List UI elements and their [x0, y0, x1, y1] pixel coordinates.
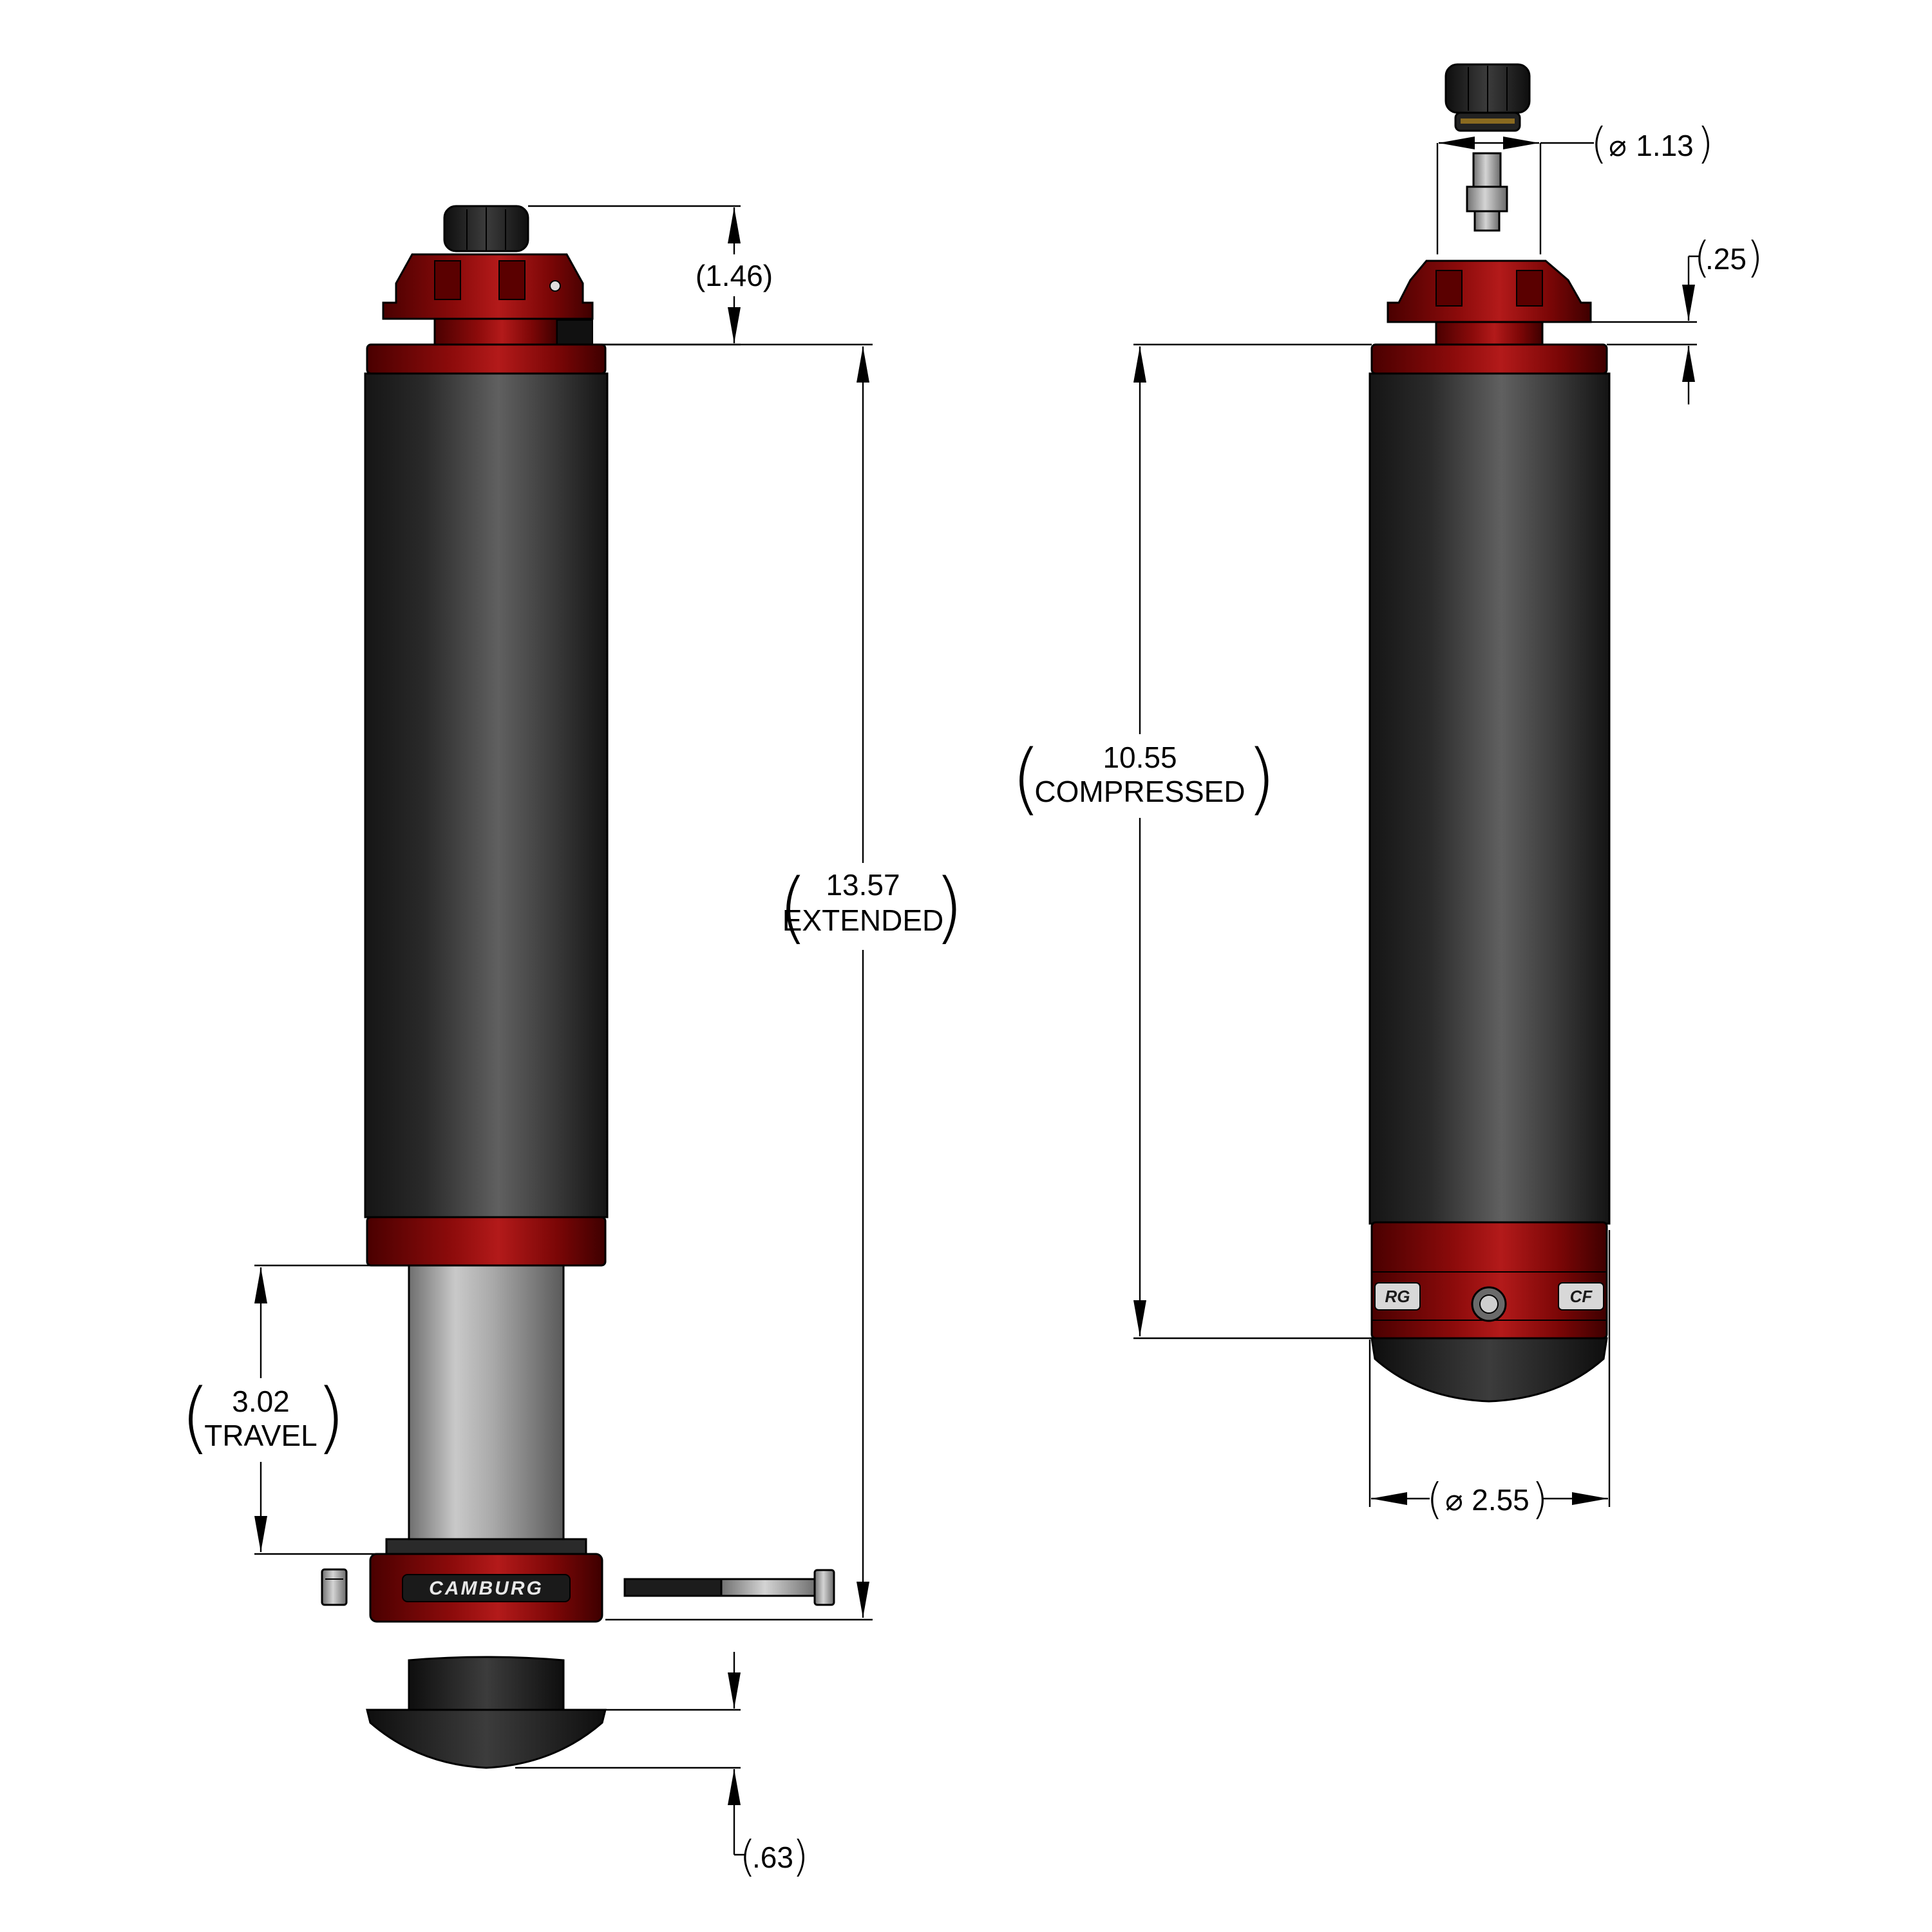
main-body-tube-compressed	[1368, 372, 1611, 1225]
dim-body-diameter-symbol: ⌀	[1445, 1483, 1463, 1517]
paren-close: )	[1747, 232, 1763, 282]
paren-close: )	[1697, 118, 1714, 168]
exploded-cap-knob	[1444, 63, 1531, 132]
dim-compressed-length: ( ) 10.55 COMPRESSED	[1011, 343, 1372, 1340]
dim-cap-diameter: ( ⌀ 1.13 )	[1436, 118, 1714, 254]
dim-extended-length: ( ) 13.57 EXTENDED	[599, 343, 964, 1621]
paren-close: )	[792, 1832, 809, 1881]
dim-extended-value: 13.57	[826, 868, 900, 902]
upper-red-collar	[366, 343, 607, 375]
dim-top-plate-thickness: ( .25 )	[1591, 232, 1763, 404]
bolt-icon	[623, 1569, 835, 1606]
top-red-head-compressed	[1387, 260, 1592, 346]
nut-icon	[321, 1568, 348, 1606]
lower-red-collar	[366, 1216, 607, 1267]
dim-top-cap-height-label: (1.46)	[696, 259, 773, 292]
dim-travel-label: TRAVEL	[204, 1419, 317, 1452]
bottom-red-eyelet: CAMBURG	[369, 1553, 603, 1623]
dim-compressed-label: COMPRESSED	[1034, 775, 1245, 808]
dim-travel-value: 3.02	[232, 1385, 290, 1418]
brand-mark-partial-left: RG	[1385, 1287, 1410, 1306]
paren-open: (	[1426, 1474, 1443, 1524]
dim-extended-label: EXTENDED	[782, 904, 943, 937]
paren-open: (	[1011, 734, 1041, 824]
paren-close: )	[1246, 734, 1276, 824]
upper-red-collar-compressed	[1370, 343, 1608, 375]
paren-open: (	[1694, 232, 1710, 282]
paren-close: )	[316, 1373, 346, 1463]
paren-open: (	[778, 863, 808, 952]
shaft-seal-ring	[385, 1538, 587, 1557]
reservoir-cap-knob	[443, 205, 529, 252]
paren-open: (	[180, 1373, 211, 1463]
bump-stop-cap	[366, 1656, 607, 1769]
dim-body-diameter-value: 2.55	[1472, 1483, 1530, 1517]
dim-body-diameter: ( ⌀ 2.55 )	[1368, 1230, 1611, 1524]
shaft	[408, 1264, 565, 1544]
brand-mark: CAMBURG	[429, 1578, 544, 1599]
dim-cap-diameter-symbol: ⌀	[1609, 129, 1627, 162]
top-red-head	[382, 253, 594, 346]
brand-mark-partial-right: CF	[1570, 1287, 1593, 1306]
shock-compressed-view: RG CF	[1368, 63, 1611, 1403]
dim-cap-diameter-value: 1.13	[1636, 129, 1694, 162]
dim-top-plate-thickness-label: .25	[1705, 242, 1747, 276]
lower-red-collar-compressed: RG CF	[1370, 1221, 1608, 1340]
dim-bumper-height-label: .63	[752, 1841, 793, 1874]
paren-close: )	[1531, 1474, 1548, 1524]
shock-extended-view: CAMBURG	[321, 205, 835, 1769]
bump-stop-cap-compressed	[1370, 1337, 1608, 1403]
paren-open: (	[739, 1832, 756, 1881]
dim-travel: ( ) 3.02 TRAVEL	[180, 1264, 409, 1555]
dim-bumper-height: ( .63 )	[515, 1652, 809, 1881]
paren-open: (	[1591, 118, 1607, 168]
paren-close: )	[934, 863, 964, 952]
valve-icon	[1466, 152, 1508, 232]
dim-compressed-value: 10.55	[1103, 741, 1177, 774]
main-body-tube	[364, 372, 609, 1218]
